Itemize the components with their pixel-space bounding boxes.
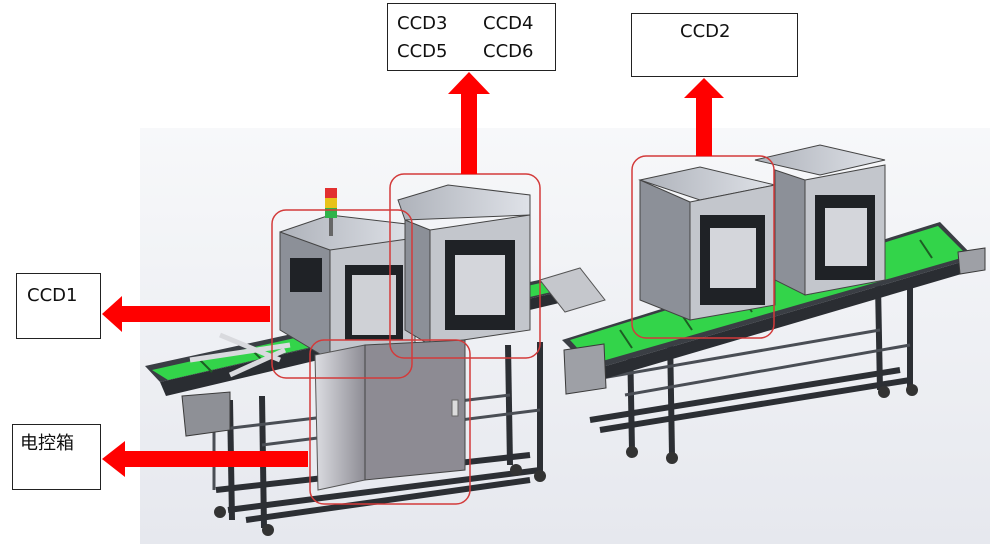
light-tower-green xyxy=(325,208,337,218)
arrows xyxy=(102,72,724,477)
label-ccd3: CCD3 xyxy=(397,13,448,34)
callout-ccd3-6: CCD3 CCD4 CCD5 CCD6 xyxy=(387,3,556,71)
label-ccd2: CCD2 xyxy=(680,21,731,42)
callout-ccd1: CCD1 xyxy=(16,273,101,339)
ccd3-6-housing xyxy=(397,184,531,346)
highlight-outlines xyxy=(271,155,775,505)
ccd2-housing xyxy=(638,166,776,321)
label-control-box: 电控箱 xyxy=(20,433,74,454)
label-ccd6: CCD6 xyxy=(483,41,534,62)
callout-ccd2: CCD2 xyxy=(631,13,798,77)
control-cabinet xyxy=(314,339,466,491)
label-ccd4: CCD4 xyxy=(483,13,534,34)
ccd1-housing xyxy=(279,188,416,361)
label-ccd1: CCD1 xyxy=(27,285,78,306)
highlight-control-box xyxy=(309,339,471,505)
arrow-left-ccd1 xyxy=(102,296,270,332)
arrow-up-ccd2 xyxy=(684,78,724,156)
arrow-left-control-box xyxy=(102,441,308,477)
highlight-ccd1 xyxy=(271,209,413,379)
arrow-up-ccd3-6 xyxy=(448,72,490,174)
light-tower-yellow xyxy=(325,198,337,208)
light-tower-red xyxy=(325,188,337,198)
ccd2-second-housing xyxy=(754,144,886,296)
label-ccd5: CCD5 xyxy=(397,41,448,62)
callout-control-box: 电控箱 xyxy=(12,424,101,490)
